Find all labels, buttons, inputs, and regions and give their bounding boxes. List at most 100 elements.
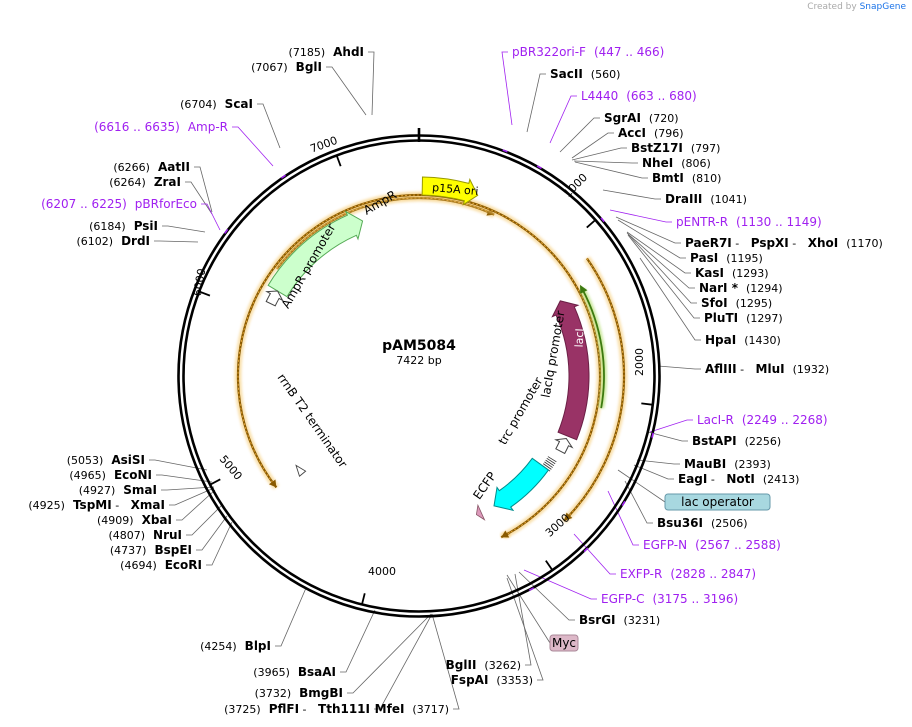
svg-text:EagI - NotI(2413): EagI - NotI(2413)	[678, 472, 799, 486]
primer-text: (447 .. 466)	[594, 45, 664, 59]
leader-line	[368, 51, 375, 116]
leader-line	[602, 189, 661, 200]
tick-mark	[335, 154, 342, 167]
snapgene-logo: SnapGene	[859, 2, 906, 12]
site-label-sfoi: SfoI(1295)	[701, 296, 772, 310]
feature-ecfp	[493, 457, 550, 512]
svg-text:(6207 .. 6225)pBRforEco: (6207 .. 6225) pBRforEco	[41, 197, 197, 211]
position-text: (4694)	[120, 559, 157, 572]
site-label-blpi: (4254) BlpI	[200, 639, 271, 653]
tick-label: 6000	[191, 267, 209, 297]
label-ampr: AmpR	[361, 188, 399, 218]
enzyme-name: BstAPI	[692, 434, 737, 448]
enzyme-name: MluI	[756, 362, 785, 376]
site-label-bgli: (7067)BglI	[251, 60, 322, 74]
label-ecfp: ECFP	[470, 469, 499, 502]
enzyme-name: PluTI	[704, 311, 738, 325]
position-text: (5053)	[67, 454, 104, 467]
enzyme-name: PasI	[690, 251, 718, 265]
site-label-l4440: L4440(663 .. 680)	[581, 89, 697, 103]
site-label-drdi: (6102)DrdI	[76, 234, 150, 248]
tick-mark	[209, 478, 221, 486]
leader-line	[518, 571, 575, 621]
primer-text: (6616 .. 6635)	[94, 120, 180, 134]
position-text: (4254)	[200, 640, 237, 653]
tick-label: 1000	[561, 171, 590, 200]
site-label-pbr322ori-f: pBR322ori-F(447 .. 466)	[512, 45, 664, 59]
position-text: (4737)	[110, 544, 147, 557]
tick-mark	[641, 402, 654, 406]
position-text: (2256)	[745, 435, 782, 448]
leader-line	[607, 490, 639, 546]
enzyme-name: KasI	[695, 266, 724, 280]
position-text: -	[737, 363, 748, 376]
site-label-hpai: HpaI(1430)	[705, 333, 781, 347]
position-text: (2413)	[763, 473, 800, 486]
enzyme-name: AccI	[618, 126, 646, 140]
svg-text:pBR322ori-F(447 .. 466): pBR322ori-F(447 .. 466)	[512, 45, 664, 59]
leader-line	[501, 51, 513, 126]
svg-text:BsrGI(3231): BsrGI(3231)	[579, 613, 660, 627]
svg-text:lac operator: lac operator	[681, 495, 754, 509]
leader-line	[185, 181, 213, 215]
leader-line	[201, 203, 221, 231]
svg-text:BstZ17I(797): BstZ17I(797)	[631, 141, 720, 155]
enzyme-name: SfoI	[701, 296, 728, 310]
enzyme-name: PaeR7I	[685, 236, 732, 250]
site-label-bmti: BmtI(810)	[652, 171, 721, 185]
svg-text:DraIII(1041): DraIII(1041)	[665, 192, 747, 206]
position-text: (3732)	[255, 687, 292, 700]
enzyme-name: SacII	[550, 67, 583, 81]
svg-text:PasI(1195): PasI(1195)	[690, 251, 763, 265]
enzyme-name: PspXI	[751, 236, 789, 250]
plasmid-size: 7422 bp	[396, 354, 441, 367]
primer-text: pBRforEco	[135, 197, 197, 211]
enzyme-name: MauBI	[684, 457, 726, 471]
svg-text:SfoI(1295): SfoI(1295)	[701, 296, 772, 310]
site-label-nari: NarI *(1294)	[699, 281, 783, 295]
site-label-asisi: (5053)AsiSI	[67, 453, 145, 467]
position-text: (7185)	[289, 46, 326, 59]
position-text: (3725)	[224, 703, 261, 716]
primer-text: (6207 .. 6225)	[41, 197, 127, 211]
primer-text: L4440	[581, 89, 618, 103]
site-label-econi: (4965)EcoNI	[69, 468, 152, 482]
leader-line	[196, 515, 228, 551]
enzyme-name: BlpI	[245, 639, 271, 653]
leader-line	[374, 613, 433, 710]
leader-line	[206, 521, 233, 566]
site-label-pflfi: (3725)PflFI - Tth111I	[224, 702, 370, 716]
enzyme-name: AatII	[158, 160, 190, 174]
position-text: -	[732, 237, 743, 250]
svg-text:BstAPI(2256): BstAPI (2256)	[692, 434, 781, 448]
position-text: (796)	[654, 127, 684, 140]
site-label-fspai: FspAI(3353)	[451, 673, 533, 687]
site-label-egfp-c: EGFP-C(3175 .. 3196)	[601, 592, 738, 606]
tick-label: 5000	[217, 453, 245, 483]
label-trc-promoter: trc promoter	[496, 375, 546, 447]
svg-text:pENTR-R(1130 .. 1149): pENTR-R(1130 .. 1149)	[676, 215, 822, 229]
site-label-scai: (6704)ScaI	[180, 97, 253, 111]
credit: Created by SnapGene	[807, 2, 906, 12]
leader-line	[617, 219, 686, 259]
enzyme-name: PflFI	[269, 702, 299, 716]
leader-line	[647, 431, 688, 442]
position-text: (720)	[649, 112, 679, 125]
position-text: (797)	[691, 142, 721, 155]
position-text: (6184)	[89, 220, 126, 233]
feature-rrnb-t2-arrow	[295, 464, 307, 478]
label-rrnb-t2-terminator: rrnB T2 terminator	[275, 371, 351, 471]
enzyme-name: DrdI	[121, 234, 150, 248]
leader-line	[609, 209, 672, 223]
leader-line	[161, 486, 215, 491]
site-label-psii: (6184)PsiI	[89, 219, 158, 233]
leader-line	[506, 574, 551, 644]
enzyme-name: MfeI	[375, 702, 405, 716]
leader-line	[347, 613, 432, 694]
leader-line	[169, 487, 215, 506]
site-label-nhei: NheI(806)	[642, 156, 711, 170]
svg-text:AflIII - MluI(1932): AflIII - MluI(1932)	[705, 362, 829, 376]
leader-line	[627, 233, 697, 304]
site-label-sacii: SacII(560)	[550, 67, 620, 81]
leader-line	[571, 147, 627, 161]
